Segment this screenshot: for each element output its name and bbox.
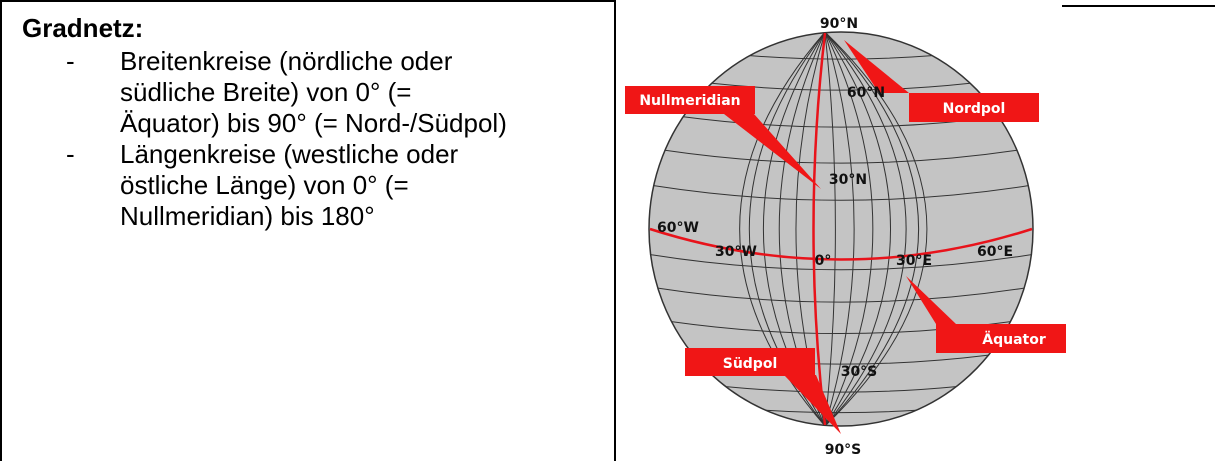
callout-label: Nullmeridian [639,93,740,109]
callout-label: Südpol [723,356,778,372]
callout-box [685,348,815,376]
callout-pointer [844,40,909,93]
longitude-line [824,32,892,426]
callout-label: Äquator [982,331,1046,348]
latitude-line [653,185,1029,201]
label-30n: 30°N [829,172,867,188]
callout-pointer [724,114,821,189]
list-item-line: östliche Länge) von 0° (= [120,170,409,200]
latitude-line [765,409,917,414]
list-bullet: - [66,46,75,76]
latitude-line [749,55,933,60]
bullet-list: - Breitenkreise (nördliche oder südliche… [22,46,612,232]
list-item-line: südliche Breite) von 0° (= [120,77,412,107]
globe-diagram: Nullmeridian Nordpol Äquator Südpol 90°N… [625,16,1066,458]
longitude-line [824,32,907,426]
label-0: 0° [815,253,832,269]
latitude-line [657,287,1025,303]
callout-suedpol: Südpol [685,348,841,434]
callout-nordpol: Nordpol [844,40,1039,122]
list-bullet: - [66,139,75,169]
label-60e: 60°E [977,244,1013,260]
table-border-left [0,0,2,461]
list-item: - Längenkreise (westliche oder östliche … [22,139,612,232]
label-30s: 30°S [841,364,878,380]
table-border-top-left [0,0,616,2]
latitude-line [725,386,957,393]
longitude-line [824,32,874,426]
latitude-line [664,149,1018,164]
label-30e: 30°E [896,253,932,269]
callout-pointer [784,375,841,434]
longitude-line [824,32,928,426]
label-90s: 90°S [825,442,862,458]
table-border-top-right [1062,5,1215,7]
callout-aequator: Äquator [906,276,1066,353]
callout-pointer [906,276,956,324]
label-60w: 60°W [657,220,699,236]
callout-box [936,324,1066,353]
label-90n: 90°N [820,16,858,32]
equator-line [649,227,1033,261]
list-item-line: Breitenkreise (nördliche oder [120,46,453,76]
latitude-line [650,254,1032,271]
list-item-line: Nullmeridian) bis 180° [120,201,375,231]
prime-meridian-line [812,32,827,426]
label-30w: 30°W [715,244,757,260]
longitude-line [824,32,919,426]
list-item-line: Äquator) bis 90° (= Nord-/Südpol) [120,108,507,138]
callout-label: Nordpol [943,101,1006,117]
list-item-line: Längenkreise (westliche oder [120,139,459,169]
callout-box [909,93,1039,122]
longitude-line [824,32,836,426]
list-item: - Breitenkreise (nördliche oder südliche… [22,46,612,139]
text-cell: Gradnetz: - Breitenkreise (nördliche ode… [22,12,612,232]
table-divider [614,0,616,461]
section-heading: Gradnetz: [22,13,144,43]
callout-nullmeridian: Nullmeridian [625,86,821,189]
callout-box [625,86,755,114]
label-60n: 60°N [847,85,885,101]
longitude-line [824,32,855,426]
